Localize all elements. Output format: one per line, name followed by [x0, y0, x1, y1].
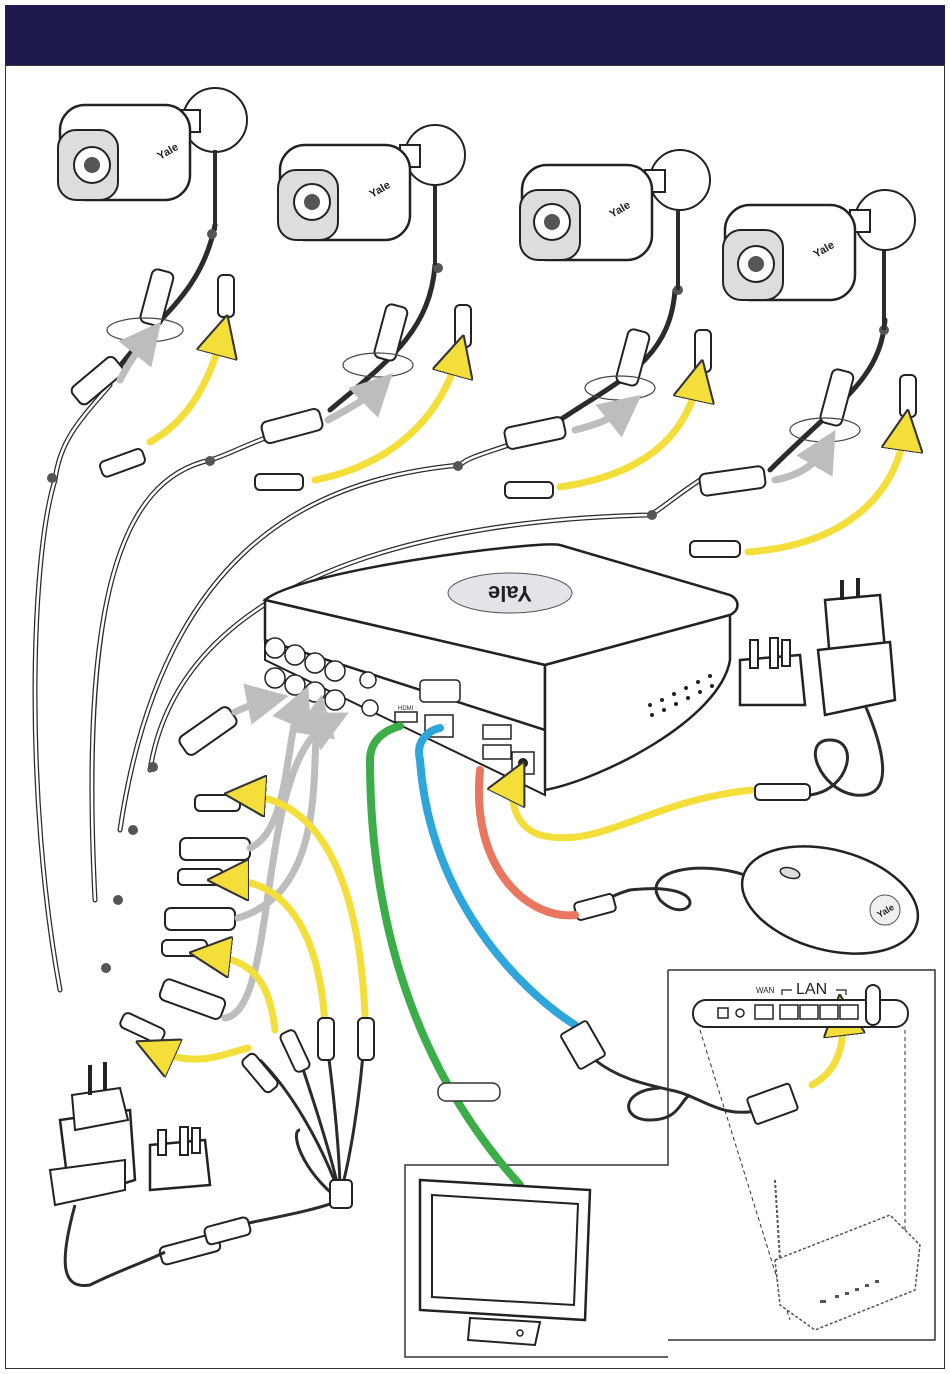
camera-2: Yale	[278, 125, 465, 265]
uk-plug-adapter-icon	[740, 638, 805, 705]
bnc-connector-icon	[699, 466, 766, 497]
uk-plug-adapter-icon	[150, 1127, 210, 1190]
dc-connector-icon	[195, 795, 240, 811]
usb-cable	[479, 770, 575, 915]
dc-connector-icon	[162, 940, 207, 956]
dc-connector-icon	[255, 474, 303, 490]
usb-port	[483, 725, 511, 739]
dc-connector-icon	[755, 784, 810, 800]
camera-connectors	[69, 268, 916, 557]
camera-icon: Yale	[58, 88, 247, 200]
dc-connector-icon	[358, 1018, 374, 1060]
dvr-logo: Yale	[488, 581, 532, 606]
dc-connector-icon	[690, 541, 740, 557]
usb-port	[483, 745, 511, 759]
dc-connector-icon	[279, 1029, 311, 1074]
usb-connector-icon	[573, 893, 616, 921]
wan-label: WAN	[756, 986, 775, 995]
dvr-recorder-icon: Yale HDMI	[265, 544, 738, 795]
vga-port	[420, 680, 460, 702]
dc-connector-icon	[218, 275, 234, 317]
lan-port-1	[780, 1005, 798, 1019]
lan-label: LAN	[796, 981, 827, 998]
hdmi-port-label: HDMI	[398, 706, 414, 712]
bnc-connector-icon	[615, 328, 650, 387]
camera-4: Yale	[723, 190, 915, 330]
wan-port	[755, 1005, 773, 1019]
dvr-side-connectors	[119, 705, 250, 1045]
mouse-icon: Yale	[590, 828, 930, 971]
router-back-panel: WAN LAN	[693, 981, 908, 1027]
dc-connector-icon	[178, 869, 223, 885]
bnc-connector-icon	[260, 408, 324, 445]
bnc-connector-icon	[165, 908, 235, 930]
camera-3: Yale	[520, 150, 710, 290]
power-adapter-icon	[50, 1062, 165, 1286]
cable-label-tag	[438, 1083, 500, 1101]
power-arrows	[155, 780, 843, 1085]
dc-connector-icon	[455, 305, 471, 347]
camera-1: Yale	[58, 88, 247, 230]
dc-connector-icon	[99, 448, 147, 478]
dc-connector-icon	[203, 1216, 251, 1245]
bnc-connector-icon	[158, 978, 227, 1021]
camera-icon: Yale	[723, 190, 915, 300]
dc-connector-icon	[505, 482, 553, 498]
lan-port-2	[800, 1005, 818, 1019]
bnc-connector-icon	[180, 838, 250, 860]
bnc-connector-icon	[177, 705, 239, 757]
dc-connector-icon	[900, 375, 916, 417]
power-adapter-icon	[810, 578, 895, 795]
dc-connector-icon	[695, 330, 711, 372]
lan-port-3	[820, 1005, 838, 1019]
camera-icon: Yale	[520, 150, 710, 260]
lan-port-4	[840, 1005, 858, 1019]
router-icon	[775, 1180, 920, 1330]
hdmi-port	[395, 712, 417, 722]
dc-connector-icon	[119, 1011, 167, 1045]
bnc-connector-icon	[503, 416, 566, 450]
rj45-connector-icon	[747, 1083, 799, 1125]
monitor-icon	[420, 1180, 590, 1345]
dc-connector-icon	[318, 1018, 334, 1060]
